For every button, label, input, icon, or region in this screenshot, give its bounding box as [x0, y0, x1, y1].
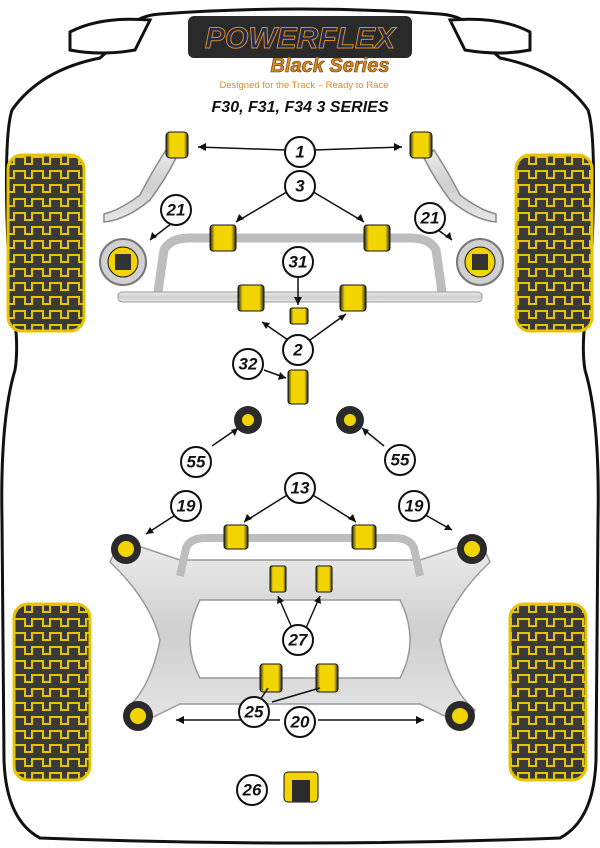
callout-20: 20 [284, 706, 316, 738]
callout-1: 1 [284, 136, 316, 168]
svg-text:20: 20 [290, 713, 310, 732]
arrow-heads [146, 143, 452, 724]
svg-text:55: 55 [187, 453, 206, 472]
callout-13: 13 [284, 472, 316, 504]
front-control-arm-left [103, 131, 189, 223]
svg-text:1: 1 [295, 143, 304, 162]
bush-27-left [269, 565, 287, 593]
svg-text:21: 21 [166, 201, 186, 220]
tyre-rear-right [508, 602, 588, 782]
svg-text:2: 2 [292, 341, 303, 360]
callout-21-right: 21 [414, 202, 446, 234]
svg-text:21: 21 [420, 209, 440, 228]
callout-27: 27 [282, 624, 314, 656]
callout-25: 25 [238, 696, 270, 728]
bush-32 [287, 369, 309, 405]
svg-text:25: 25 [244, 703, 264, 722]
callout-55-right: 55 [384, 444, 416, 476]
svg-text:26: 26 [242, 781, 262, 800]
top-mount-left [99, 238, 147, 286]
subframe-bush-front-right [457, 534, 487, 564]
brand-name: POWERFLEX [205, 22, 397, 55]
brand-logo: POWERFLEX Black Series Designed for the … [188, 16, 412, 91]
callout-21-left: 21 [160, 194, 192, 226]
callout-55-left: 55 [180, 446, 212, 478]
svg-text:13: 13 [291, 479, 310, 498]
callout-19-left: 19 [170, 490, 202, 522]
bush-55-right [336, 406, 364, 434]
subframe-bush-front-left [111, 534, 141, 564]
callout-19-right: 19 [398, 490, 430, 522]
bush-25-left [259, 663, 283, 693]
top-mount-right [456, 238, 504, 286]
bush-55-left [234, 406, 262, 434]
svg-text:32: 32 [239, 355, 258, 374]
mirror-left [68, 17, 153, 55]
subframe-bush-rear-right [445, 701, 475, 731]
rear-arb-bush-right [351, 524, 377, 550]
tyre-rear-left [12, 602, 92, 782]
lower-bush-left [237, 284, 265, 312]
arb-bush-left [209, 224, 237, 252]
svg-text:27: 27 [288, 631, 309, 650]
bush-31 [289, 307, 309, 325]
bush-25-right [315, 663, 339, 693]
bush-27-right [315, 565, 333, 593]
tyre-front-right [514, 153, 594, 333]
bush-26 [283, 771, 319, 803]
lower-bush-right [339, 284, 367, 312]
svg-text:19: 19 [405, 497, 424, 516]
callout-31: 31 [282, 246, 314, 278]
front-control-arm-right [409, 131, 497, 223]
callout-2: 2 [282, 334, 314, 366]
brand-tagline: Designed for the Track – Ready to Race [220, 80, 389, 91]
brand-series: Black Series [271, 55, 390, 77]
callout-3: 3 [284, 170, 316, 202]
mirror-right [447, 17, 532, 55]
svg-text:19: 19 [177, 497, 196, 516]
tyre-front-left [6, 153, 86, 333]
svg-text:55: 55 [391, 451, 410, 470]
subframe-bush-rear-left [123, 701, 153, 731]
svg-text:3: 3 [295, 177, 305, 196]
svg-text:31: 31 [289, 253, 308, 272]
callout-26: 26 [236, 774, 268, 806]
arb-bush-right [363, 224, 391, 252]
model-title: F30, F31, F34 3 SERIES [212, 99, 389, 116]
rear-arb-bush-left [223, 524, 249, 550]
callout-32: 32 [232, 348, 264, 380]
